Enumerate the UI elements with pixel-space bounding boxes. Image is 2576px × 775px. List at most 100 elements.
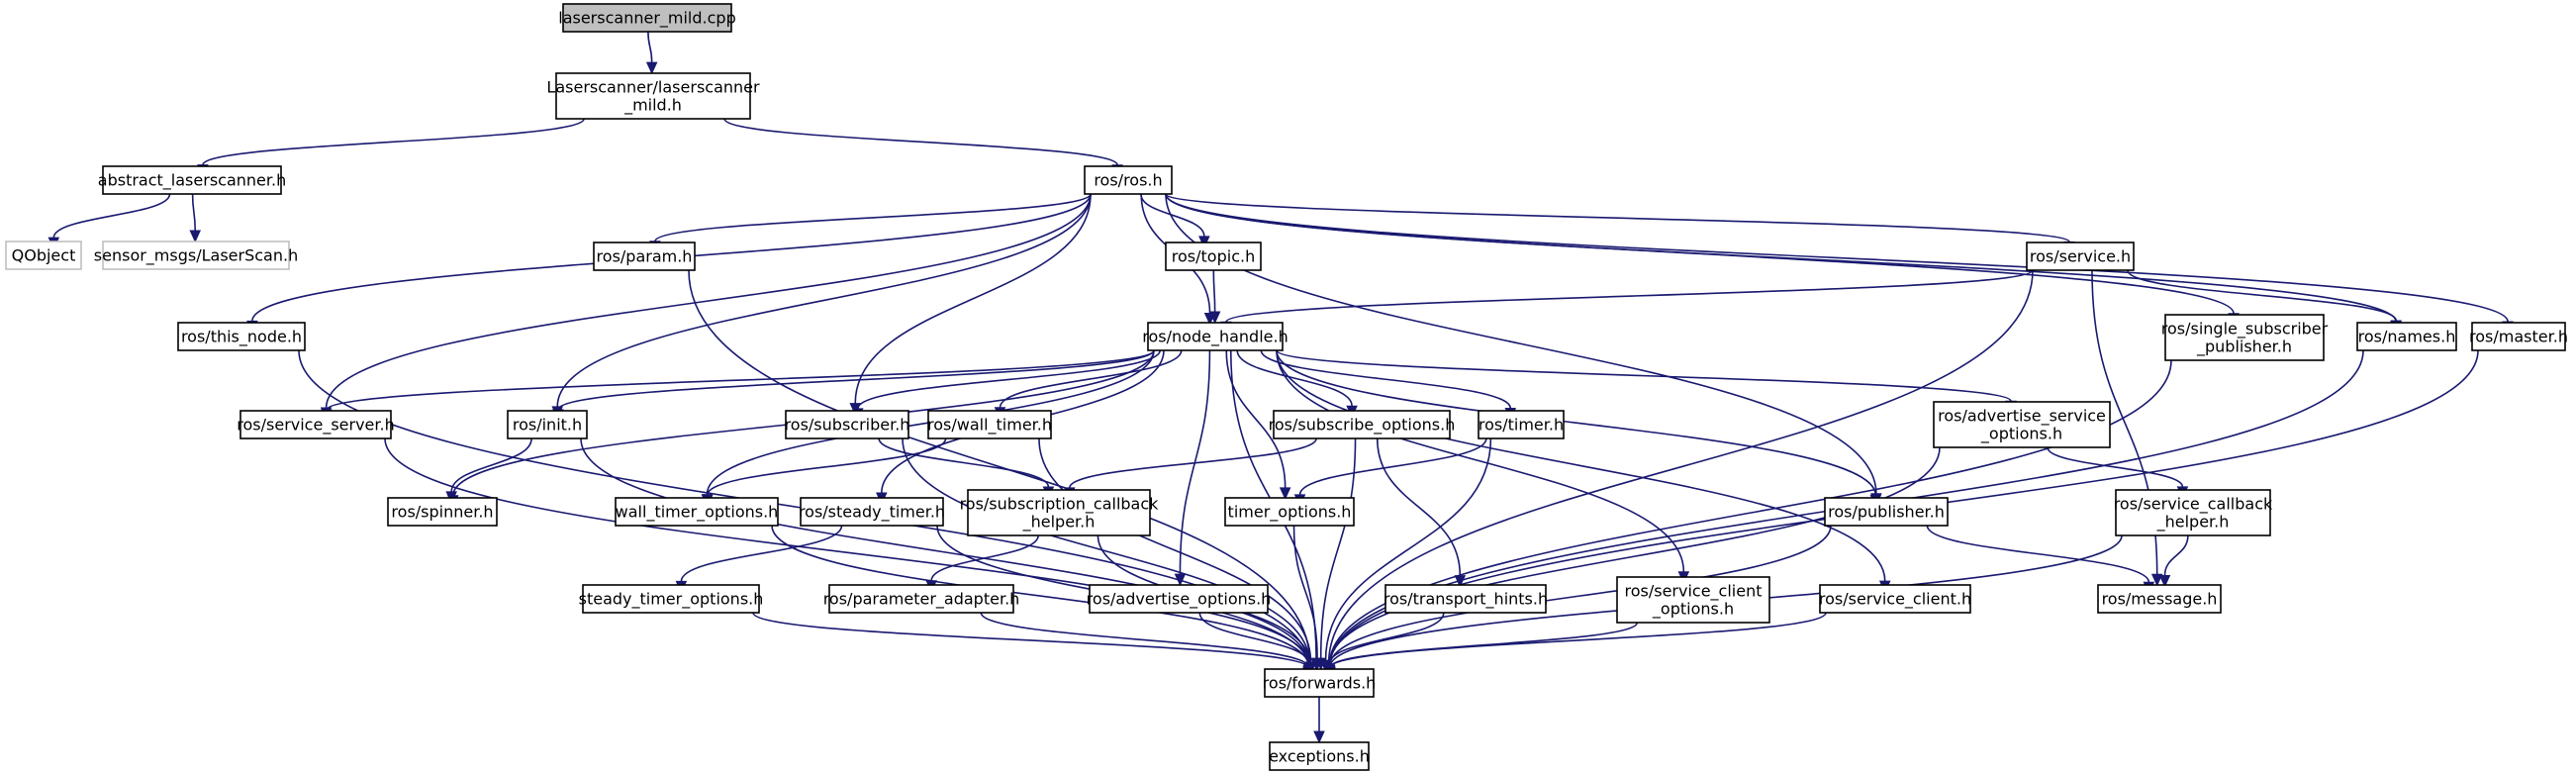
edge-subscribe_options-to-transport_hints [1376, 437, 1467, 588]
node-box [177, 322, 306, 351]
node-box [1273, 410, 1451, 439]
node-spinner[interactable]: ros/spinner.h [387, 497, 498, 527]
node-label: laserscanner_mild.cpp [558, 9, 735, 29]
node-label: ros/service.h [2030, 247, 2131, 266]
node-label: ros/parameter_adapter.h [823, 590, 1020, 610]
edge-transport_hints-to-forwards [1323, 612, 1445, 677]
node-service[interactable]: ros/service.h [2026, 242, 2135, 271]
edges-layer [48, 31, 2514, 744]
node-master[interactable]: ros/master.h [2469, 322, 2568, 351]
node-transport-hints[interactable]: ros/transport_hints.h [1383, 584, 1548, 614]
node-subscriber[interactable]: ros/subscriber.h [785, 410, 910, 439]
node-ls-mild[interactable]: Laserscanner/laserscanner_mild.h [546, 72, 760, 120]
node-box [2026, 242, 2135, 271]
edge-subscriber-to-forwards [902, 437, 1316, 676]
node-adv-opts[interactable]: ros/advertise_options.h [1087, 584, 1272, 614]
node-label: ros/subscriber.h [785, 416, 910, 435]
node-label: ros/topic.h [1172, 247, 1255, 266]
node-label: sensor_msgs/LaserScan.h [94, 246, 298, 266]
node-this-node[interactable]: ros/this_node.h [177, 322, 306, 351]
node-subscribe-options[interactable]: ros/subscribe_options.h [1269, 410, 1456, 439]
node-ssp[interactable]: ros/single_subscriber_publisher.h [2161, 314, 2329, 361]
edge-timer-to-timer_opts [1293, 437, 1487, 508]
node-root: laserscanner_mild.cpp [558, 3, 736, 33]
node-label: ros/transport_hints.h [1383, 590, 1548, 610]
node-node-handle[interactable]: ros/node_handle.h [1142, 322, 1288, 351]
node-topic[interactable]: ros/topic.h [1165, 242, 1262, 271]
node-box [828, 584, 1014, 614]
node-label: ros/publisher.h [1828, 503, 1945, 522]
node-label: ros/wall_timer.h [927, 416, 1052, 436]
node-steady-timer-opts[interactable]: steady_timer_options.h [579, 584, 764, 614]
node-steady-timer[interactable]: ros/steady_timer.h [799, 497, 945, 527]
edge-service-to-node_handle [1220, 269, 2034, 335]
node-label: ros/timer.h [1479, 416, 1564, 435]
node-wall-timer[interactable]: ros/wall_timer.h [927, 410, 1052, 439]
node-names[interactable]: ros/names.h [2356, 322, 2457, 351]
node-timer[interactable]: ros/timer.h [1478, 410, 1565, 439]
node-box [562, 3, 732, 33]
node-publisher[interactable]: ros/publisher.h [1824, 497, 1949, 527]
node-service-server[interactable]: ros/service_server.h [237, 410, 395, 439]
node-box [1264, 668, 1375, 698]
node-qobject: QObject [5, 241, 82, 270]
node-label: Laserscanner/laserscanner [546, 78, 760, 97]
node-param-adapter[interactable]: ros/parameter_adapter.h [823, 584, 1020, 614]
edge-rosh-to-topic [1140, 193, 1210, 249]
node-label: ros/advertise_service [1938, 407, 2106, 427]
node-label: timer_options.h [1228, 503, 1352, 523]
node-label: _publisher.h [2196, 338, 2292, 357]
node-exceptions[interactable]: exceptions.h [1269, 741, 1370, 771]
edge-adv_srv_opts-to-forwards [1323, 446, 1941, 678]
node-laserscan: sensor_msgs/LaserScan.h [94, 241, 298, 270]
node-label: ros/node_handle.h [1142, 328, 1288, 347]
node-label: _helper.h [1022, 513, 1096, 533]
edge-abstract-to-laserscan [189, 193, 201, 243]
node-rosh[interactable]: ros/ros.h [1084, 165, 1173, 195]
node-label: QObject [12, 246, 76, 265]
node-box [1478, 410, 1565, 439]
node-label: ros/service_client.h [1819, 590, 1971, 610]
node-label: _helper.h [2156, 513, 2230, 533]
node-timer-opts[interactable]: timer_options.h [1224, 497, 1355, 527]
node-sub-cb-helper[interactable]: ros/subscription_callback_helper.h [960, 489, 1160, 536]
node-box [1165, 242, 1262, 271]
node-box [1616, 576, 1770, 624]
node-label: ros/init.h [513, 416, 582, 435]
node-message[interactable]: ros/message.h [2097, 584, 2222, 614]
node-box [1819, 584, 1971, 614]
edge-rosh-to-service [1165, 193, 2075, 254]
node-param[interactable]: ros/param.h [593, 242, 696, 271]
node-box [1147, 322, 1284, 351]
edge-node_handle-to-adv_opts [1174, 349, 1211, 587]
node-init[interactable]: ros/init.h [507, 410, 588, 439]
edge-wall_timer-to-wall_timer_opts [701, 437, 947, 508]
node-box [2164, 314, 2325, 361]
node-label: wall_timer_options.h [616, 503, 779, 523]
edge-steady_timer_opts-to-forwards [752, 612, 1314, 681]
node-box [1824, 497, 1949, 527]
node-service-client[interactable]: ros/service_client.h [1819, 584, 1971, 614]
node-box [239, 410, 392, 439]
edge-forwards-to-exceptions [1313, 697, 1325, 744]
edge-rosh-to-subscriber [849, 193, 1092, 416]
node-srv-cb-helper[interactable]: ros/service_callback_helper.h [2114, 489, 2273, 536]
node-label: steady_timer_options.h [579, 590, 764, 610]
node-forwards[interactable]: ros/forwards.h [1263, 668, 1377, 698]
edge-abstract-to-qobject [48, 193, 171, 250]
edge-rosh-to-master [1165, 193, 2514, 335]
edge-topic-to-node_handle [1208, 269, 1221, 325]
node-label: ros/subscription_callback [960, 495, 1160, 515]
node-label: ros/master.h [2469, 328, 2568, 346]
node-box [102, 241, 290, 270]
node-srv-client-opts[interactable]: ros/service_client_options.h [1616, 576, 1770, 624]
node-adv-srv-opts[interactable]: ros/advertise_service_options.h [1933, 401, 2111, 448]
node-abstract[interactable]: abstract_laserscanner.h [98, 165, 286, 195]
edge-init-to-forwards [580, 437, 1315, 678]
node-box [1084, 165, 1173, 195]
node-wall-timer-opts[interactable]: wall_timer_options.h [615, 497, 779, 527]
edge-service_server-to-forwards [384, 437, 1315, 679]
edge-init-to-spinner [445, 437, 532, 505]
node-label: ros/advertise_options.h [1087, 590, 1272, 610]
